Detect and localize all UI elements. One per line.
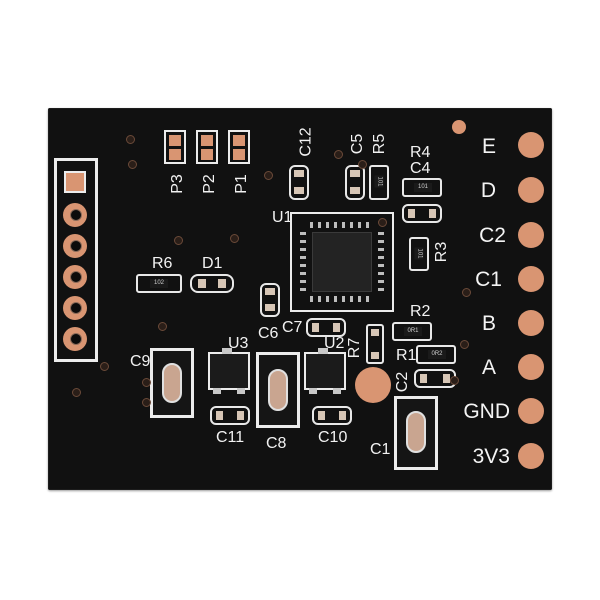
label-c7: C7: [282, 319, 303, 336]
edge-label-e: E: [481, 135, 496, 158]
capacitor-c6: [260, 283, 280, 317]
fiducial-pad: [452, 120, 466, 134]
header-pin-1: [64, 171, 86, 193]
via: [72, 388, 81, 397]
edge-label-d: D: [480, 179, 496, 202]
via: [230, 234, 239, 243]
label-u1: U1: [272, 209, 293, 226]
label-c10: C10: [318, 429, 348, 446]
jumper-p2: [196, 130, 218, 164]
label-d1: D1: [202, 255, 223, 272]
label-u3: U3: [228, 335, 249, 352]
header-hole-1: [70, 209, 82, 221]
label-r7: R7: [346, 337, 364, 359]
edge-pad-c1: [518, 266, 544, 292]
via: [460, 340, 469, 349]
label-r6: R6: [152, 255, 173, 272]
label-r2: R2: [410, 303, 431, 320]
header-hole-5: [70, 333, 82, 345]
via: [142, 378, 151, 387]
r5-marking: 101: [374, 175, 384, 188]
label-r1: R1: [396, 347, 417, 364]
label-c12: C12: [297, 127, 315, 157]
via: [100, 362, 109, 371]
capacitor-c12: [289, 165, 309, 200]
label-c9: C9: [130, 353, 151, 370]
capacitor-c4: [402, 204, 442, 223]
regulator-u3: [208, 348, 250, 394]
label-c5: C5: [349, 133, 367, 155]
edge-pad-c2: [518, 222, 544, 248]
label-c8: C8: [266, 435, 287, 452]
capacitor-c8: [256, 352, 300, 428]
edge-pad-e: [518, 132, 544, 158]
capacitor-c7: [306, 318, 346, 337]
via: [174, 236, 183, 245]
label-c1: C1: [370, 441, 391, 458]
edge-pad-a: [518, 354, 544, 380]
via: [358, 160, 367, 169]
ic-u1: [312, 232, 372, 292]
label-p3: P3: [168, 174, 186, 194]
edge-label-3v3: 3V3: [472, 445, 510, 468]
resistor-r2: 0R1: [392, 322, 432, 341]
label-p1: P1: [232, 174, 250, 194]
r2-marking: 0R1: [404, 327, 422, 336]
edge-label-b: B: [481, 312, 496, 335]
edge-pad-d: [518, 177, 544, 203]
via: [158, 322, 167, 331]
r3-marking: 101: [414, 247, 424, 260]
label-r4: R4: [410, 144, 431, 161]
header-hole-3: [70, 271, 82, 283]
capacitor-c1: [394, 396, 438, 470]
via: [142, 398, 151, 407]
label-c4: C4: [410, 160, 431, 177]
resistor-r5: 101: [369, 165, 389, 200]
r6-marking: 102: [150, 279, 168, 288]
jumper-p1: [228, 130, 250, 164]
resistor-r3: 101: [409, 237, 429, 271]
capacitor-c11: [210, 406, 250, 425]
via: [334, 150, 343, 159]
capacitor-c5: [345, 165, 365, 200]
regulator-u2: [304, 348, 346, 394]
label-c11: C11: [216, 429, 245, 446]
ic-u1-outline: [290, 212, 394, 312]
pin-header: [54, 158, 98, 362]
via: [462, 288, 471, 297]
test-pad: [355, 367, 391, 403]
via: [378, 218, 387, 227]
edge-label-c1: C1: [475, 268, 502, 291]
r4-marking: 101: [414, 183, 432, 192]
header-hole-4: [70, 302, 82, 314]
label-c6: C6: [258, 325, 279, 342]
edge-label-a: A: [481, 356, 496, 379]
via: [450, 376, 459, 385]
header-hole-2: [70, 240, 82, 252]
capacitor-c10: [312, 406, 352, 425]
resistor-r6: 102: [136, 274, 182, 293]
label-r5: R5: [371, 133, 389, 155]
r1-marking: 0R2: [428, 350, 446, 359]
led-d1: [190, 274, 234, 293]
edge-label-c2: C2: [479, 224, 506, 247]
label-p2: P2: [200, 174, 218, 194]
resistor-r4: 101: [402, 178, 442, 197]
edge-pad-b: [518, 310, 544, 336]
via: [128, 160, 137, 169]
edge-label-gnd: GND: [463, 400, 510, 423]
label-c2: C2: [394, 371, 412, 393]
capacitor-c9: [150, 348, 194, 418]
edge-pad-3v3: [518, 443, 544, 469]
pcb-board: P3 P2 P1 C12 C5 R5 101 R4 C4 101 U1 101 …: [48, 108, 552, 490]
resistor-r1: 0R2: [416, 345, 456, 364]
via: [264, 171, 273, 180]
edge-pad-gnd: [518, 398, 544, 424]
resistor-r7: [366, 324, 384, 364]
label-u2: U2: [324, 335, 345, 352]
via: [126, 135, 135, 144]
jumper-p3: [164, 130, 186, 164]
